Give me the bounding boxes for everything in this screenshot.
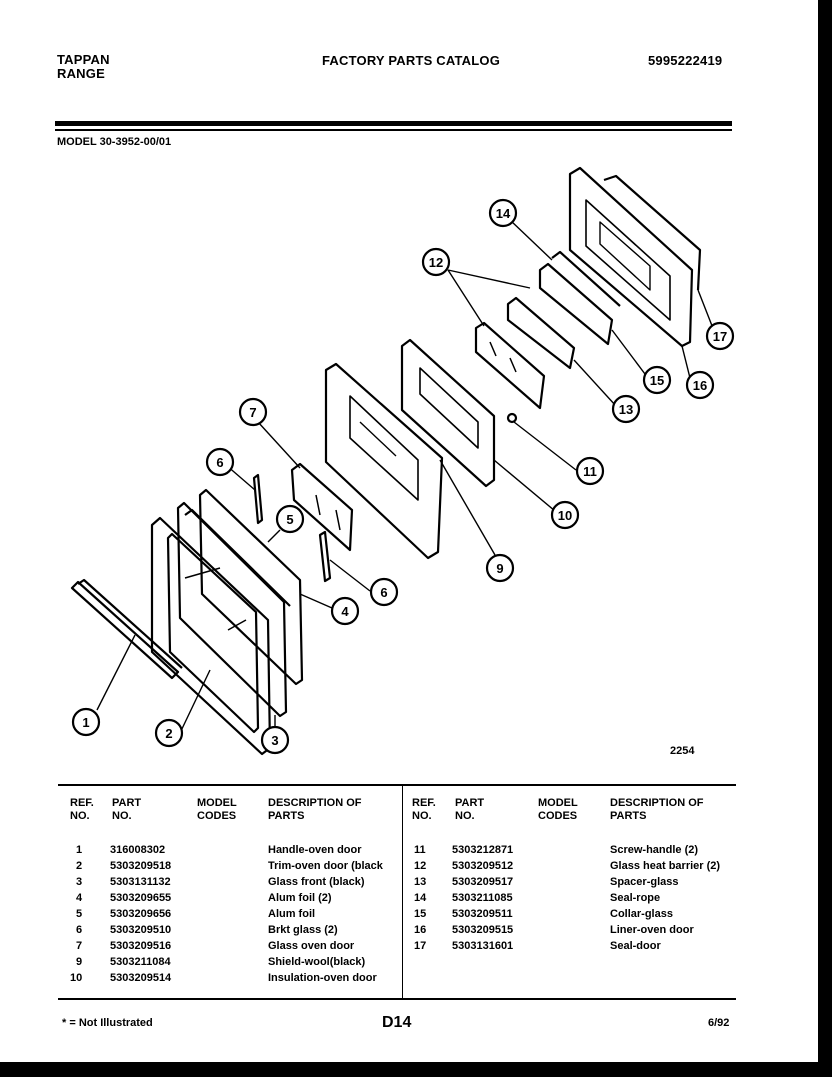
svg-text:7: 7	[249, 405, 256, 420]
svg-text:16: 16	[693, 378, 707, 393]
svg-text:10: 10	[558, 508, 572, 523]
header-rule-thick	[55, 121, 732, 126]
catalog-number: 5995222419	[648, 53, 723, 68]
part-seal-door-drawing	[603, 174, 702, 291]
callout-9: 9	[485, 553, 515, 583]
callout-12: 12	[421, 247, 451, 277]
footnote: * = Not Illustrated	[62, 1017, 153, 1029]
part-bracket-bottom-drawing	[318, 530, 332, 583]
svg-text:13: 13	[619, 402, 633, 417]
callout-11: 11	[575, 456, 605, 486]
callout-3: 3	[260, 725, 290, 755]
callout-7: 7	[238, 397, 268, 427]
part-seal-rope-drawing	[551, 250, 621, 307]
header-model-left: MODEL CODES	[197, 797, 237, 822]
table-top-rule	[58, 784, 736, 786]
part-insulation-drawing	[324, 362, 444, 560]
part-handle-drawing	[70, 578, 183, 680]
part-screw-drawing	[506, 412, 518, 424]
diagram-code: 2254	[670, 745, 695, 757]
svg-text:2: 2	[165, 726, 172, 741]
part-trim-drawing	[150, 516, 272, 756]
part-collar-drawing	[538, 262, 614, 346]
part-bracket-top-drawing	[252, 473, 264, 525]
svg-text:6: 6	[380, 585, 387, 600]
part-glass-front-drawing	[176, 501, 288, 718]
callout-4: 4	[330, 596, 360, 626]
part-spacer-drawing	[506, 296, 576, 370]
page-number: D14	[382, 1014, 412, 1031]
brand-line1: TAPPAN	[57, 52, 110, 67]
callout-16: 16	[685, 370, 715, 400]
page-edge-bottom	[0, 1062, 832, 1077]
svg-text:11: 11	[583, 464, 597, 479]
svg-text:15: 15	[650, 373, 664, 388]
svg-text:17: 17	[713, 329, 727, 344]
header-model-right: MODEL CODES	[538, 797, 578, 822]
callout-13: 13	[611, 394, 641, 424]
svg-text:14: 14	[496, 206, 511, 221]
model-label: MODEL 30-3952-00/01	[57, 136, 172, 148]
svg-text:3: 3	[271, 733, 278, 748]
svg-text:1: 1	[82, 715, 89, 730]
header-part-right: PART NO.	[455, 797, 485, 822]
svg-text:12: 12	[429, 255, 443, 270]
exploded-door-diagram: 1 2 3 4 5 6 6 7 9 10 11 12 13 14 15 16 1…	[70, 166, 735, 756]
part-foil-2-drawing	[198, 488, 304, 686]
svg-text:5: 5	[286, 512, 293, 527]
callout-15: 15	[642, 365, 672, 395]
part-liner-drawing	[568, 166, 694, 348]
header-desc-left: DESCRIPTION OF PARTS	[268, 797, 362, 822]
callout-6-upper: 6	[205, 447, 235, 477]
table-divider	[402, 786, 403, 998]
table-bottom-rule	[58, 998, 736, 1000]
catalog-title: FACTORY PARTS CATALOG	[322, 53, 501, 68]
callout-2: 2	[154, 718, 184, 748]
header-ref-left: REF. NO.	[70, 797, 94, 822]
header-ref-right: REF. NO.	[412, 797, 436, 822]
callout-17: 17	[705, 321, 735, 351]
callout-1: 1	[71, 707, 101, 737]
part-shield-drawing	[400, 338, 496, 488]
callout-10: 10	[550, 500, 580, 530]
callout-5: 5	[275, 504, 305, 534]
header-part-left: PART NO.	[112, 797, 142, 822]
part-foil-drawing	[184, 508, 291, 607]
part-glass-oven-door-drawing	[290, 462, 354, 552]
callout-14: 14	[488, 198, 518, 228]
svg-text:9: 9	[496, 561, 503, 576]
brand-line2: RANGE	[57, 66, 105, 81]
svg-text:4: 4	[341, 604, 349, 619]
callout-6-lower: 6	[369, 577, 399, 607]
page-edge-right	[818, 0, 832, 1077]
header-rule-thin	[55, 129, 732, 131]
header-desc-right: DESCRIPTION OF PARTS	[610, 797, 704, 822]
revision-date: 6/92	[708, 1017, 730, 1029]
svg-text:6: 6	[216, 455, 223, 470]
part-heat-barrier-drawing	[474, 321, 546, 410]
